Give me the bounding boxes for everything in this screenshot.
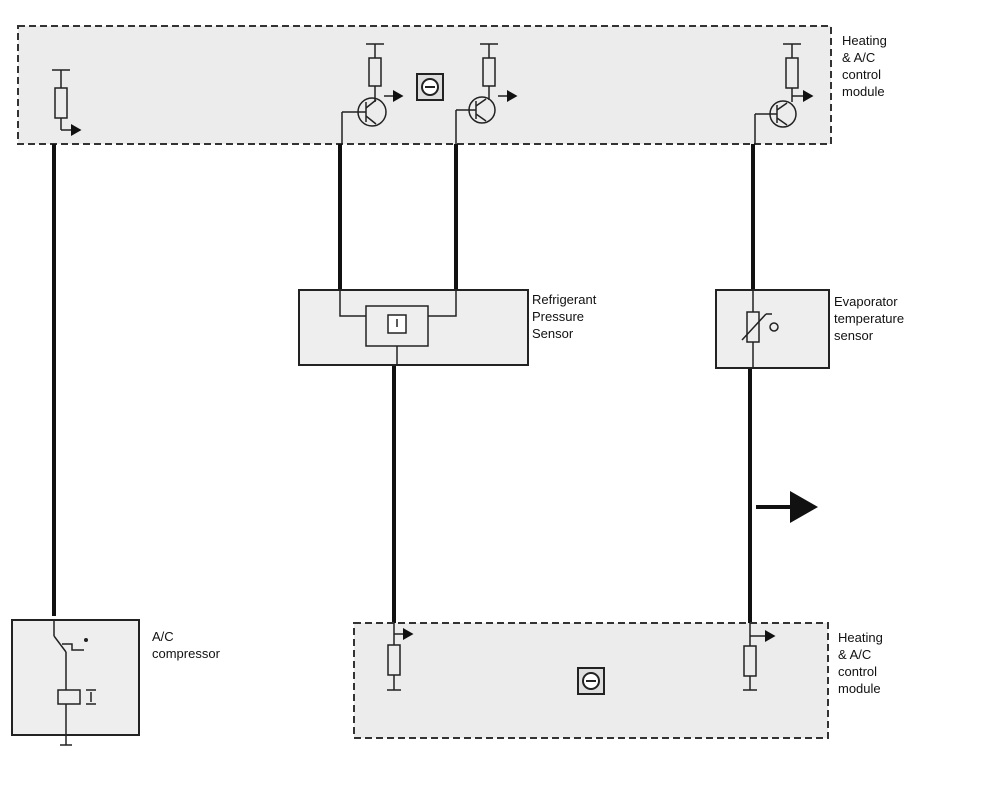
top-module-label: Heating & A/C control module: [842, 33, 887, 99]
pressure-sensor-label: Refrigerant Pressure Sensor: [532, 292, 597, 341]
switch-icon: [53, 620, 88, 666]
resistor-icon: [743, 623, 757, 690]
module-symbol-icon: [577, 667, 605, 695]
transistor-icon: [754, 100, 797, 144]
resistor-icon: [783, 43, 801, 102]
thermistor-icon: [741, 290, 779, 368]
bottom-module-label: Heating & A/C control module: [838, 630, 883, 696]
pressure-gauge-icon: [387, 314, 407, 334]
resistor-icon: [52, 69, 70, 130]
evaporator-sensor-box: [715, 289, 830, 369]
pressure-sensor-box: [298, 289, 529, 366]
resistor-icon: [366, 43, 384, 102]
module-symbol-icon: [416, 73, 444, 101]
compressor-label: A/C compressor: [152, 629, 220, 661]
transistor-icon: [455, 96, 496, 144]
transistor-icon: [341, 97, 387, 144]
compressor-box: [11, 619, 140, 736]
ground-icon: [60, 735, 72, 746]
evaporator-sensor-label: Evaporator temperature sensor: [834, 294, 905, 343]
resistor-icon: [480, 43, 498, 100]
relay-coil-icon: [57, 666, 96, 735]
